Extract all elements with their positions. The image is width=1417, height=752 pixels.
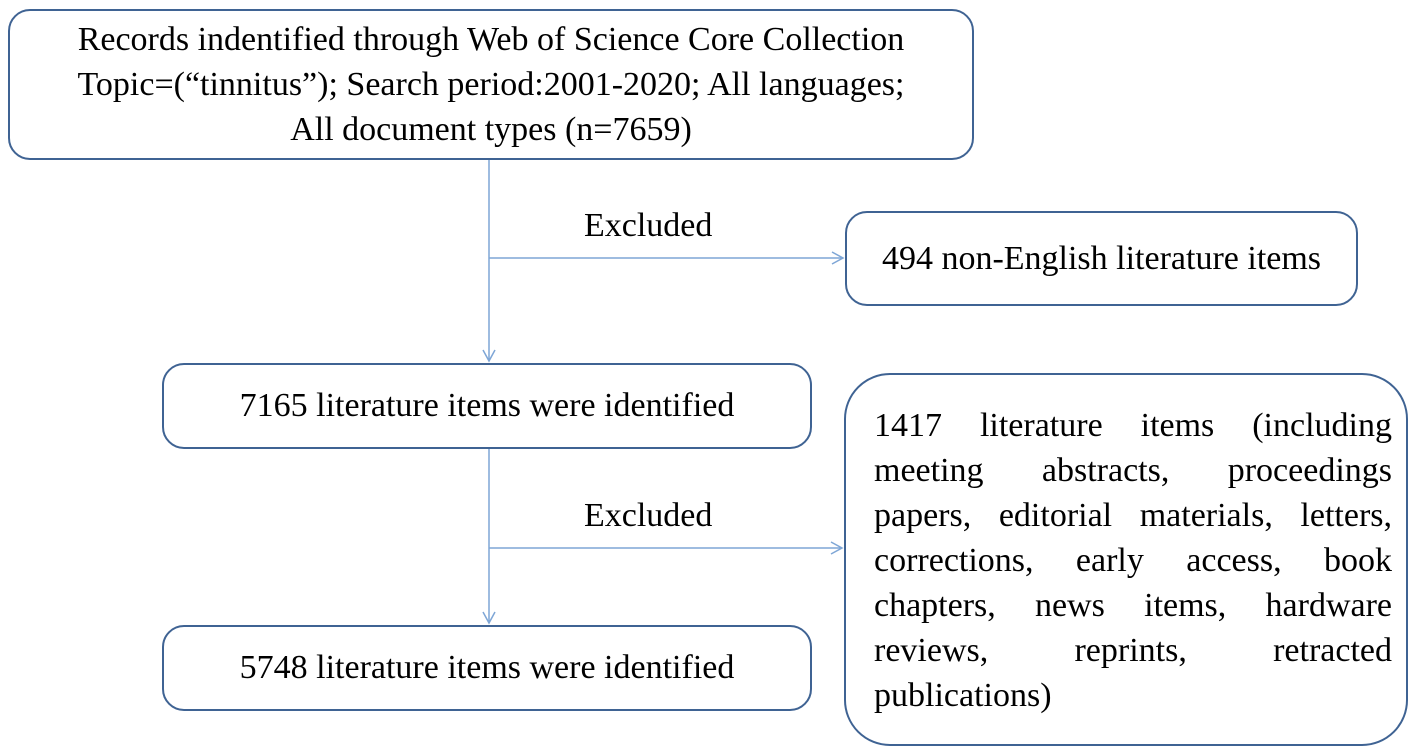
excluded-label-1: Excluded xyxy=(584,207,713,244)
non-english-text: 494 non-English literature items xyxy=(881,239,1322,277)
identified-7165-text: 7165 literature items were identified xyxy=(239,387,735,424)
identified-7165-box: 7165 literature items were identified xyxy=(162,363,812,449)
records-line-2: Topic=(“tinnitus”); Search period:2001-2… xyxy=(77,66,905,103)
records-line-1: Records indentified through Web of Scien… xyxy=(77,21,905,58)
excluded-label-2: Excluded xyxy=(584,497,713,534)
records-identified-box: Records indentified through Web of Scien… xyxy=(8,9,974,160)
identified-5748-box: 5748 literature items were identified xyxy=(162,625,812,711)
excluded-document-types-text: 1417 literature items (including meeting… xyxy=(874,407,1392,714)
records-identified-text: Records indentified through Web of Scien… xyxy=(78,17,905,152)
identified-5748-text: 5748 literature items were identified xyxy=(239,649,735,686)
records-line-3: All document types (n=7659) xyxy=(290,111,692,148)
non-english-excluded-box: 494 non-English literature items xyxy=(845,211,1358,306)
excluded-document-types-box: 1417 literature items (including meeting… xyxy=(844,373,1408,746)
